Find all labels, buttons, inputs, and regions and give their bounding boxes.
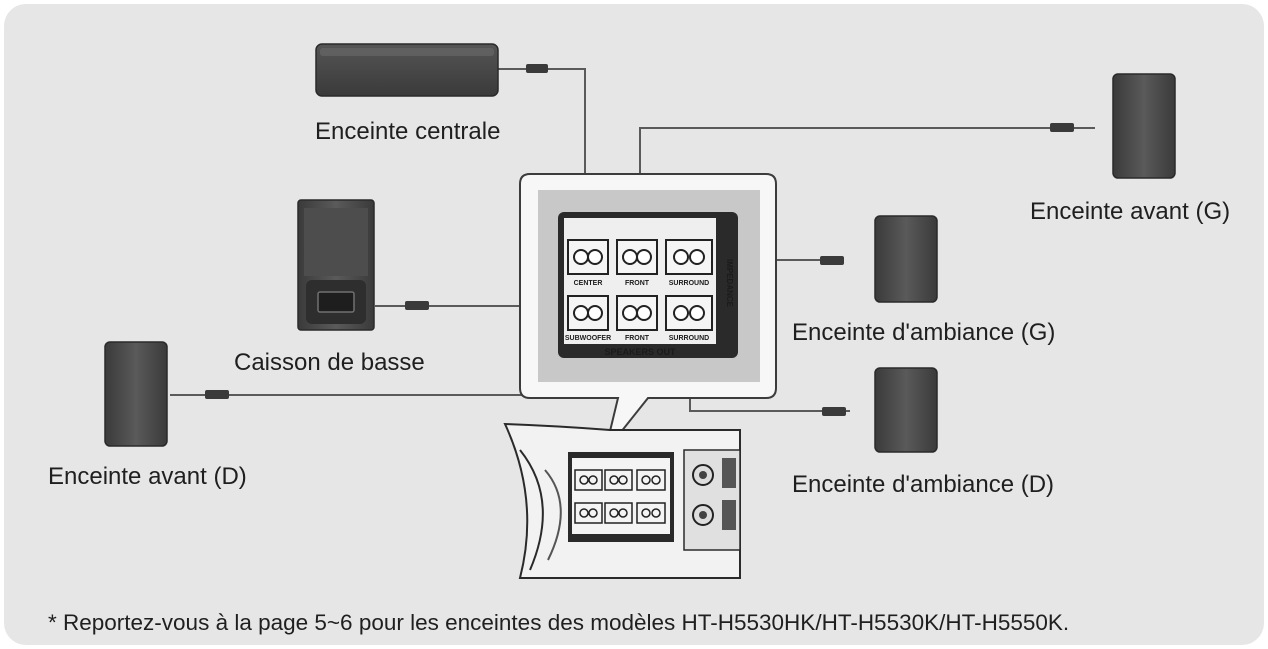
plug-surround-right [822,407,846,416]
svg-text:SURROUND: SURROUND [669,280,709,287]
front-right-speaker [104,341,168,447]
svg-text:CENTER: CENTER [574,280,603,287]
center-speaker [315,43,499,97]
plug-surround-left [820,256,844,265]
terminal-front-2: FRONT [616,295,658,342]
terminal-subwoofer: SUBWOOFER [565,295,611,342]
plug-front-right [205,390,229,399]
footnote: * Reportez-vous à la page 5~6 pour les e… [48,610,1070,635]
label-front-left-speaker: Enceinte avant (G) [1030,198,1231,225]
svg-text:FRONT: FRONT [625,280,650,287]
wire-plugs [205,64,1074,416]
label-surround-right-speaker: Enceinte d'ambiance (D) [792,471,1055,498]
terminal-surround-2: SURROUND [665,295,713,342]
terminal-center: CENTER [567,239,609,287]
terminal-front-1: FRONT [616,239,658,287]
impedance-label: IMPEDANCE [725,259,734,308]
plug-subwoofer [405,301,429,310]
label-front-right-speaker: Enceinte avant (D) [48,463,247,490]
plug-center [526,64,548,73]
speakers-out-label: SPEAKERS OUT [604,347,676,357]
svg-text:SUBWOOFER: SUBWOOFER [565,335,611,342]
plug-front-left [1050,123,1074,132]
speakers-out-panel: IMPEDANCE CENTER FRONT SURROUND SUBWOOFE… [558,212,738,358]
subwoofer-speaker [297,199,375,331]
svg-text:SURROUND: SURROUND [669,335,709,342]
receiver-terminals [574,469,666,524]
surround-right-speaker [874,367,938,453]
surround-left-speaker [874,215,938,303]
svg-text:FRONT: FRONT [625,335,650,342]
terminal-surround-1: SURROUND [665,239,713,287]
receiver-back [503,422,741,579]
label-center-speaker: Enceinte centrale [315,118,501,145]
label-surround-left-speaker: Enceinte d'ambiance (G) [792,319,1056,346]
label-subwoofer: Caisson de basse [234,349,425,376]
front-left-speaker [1112,73,1176,179]
